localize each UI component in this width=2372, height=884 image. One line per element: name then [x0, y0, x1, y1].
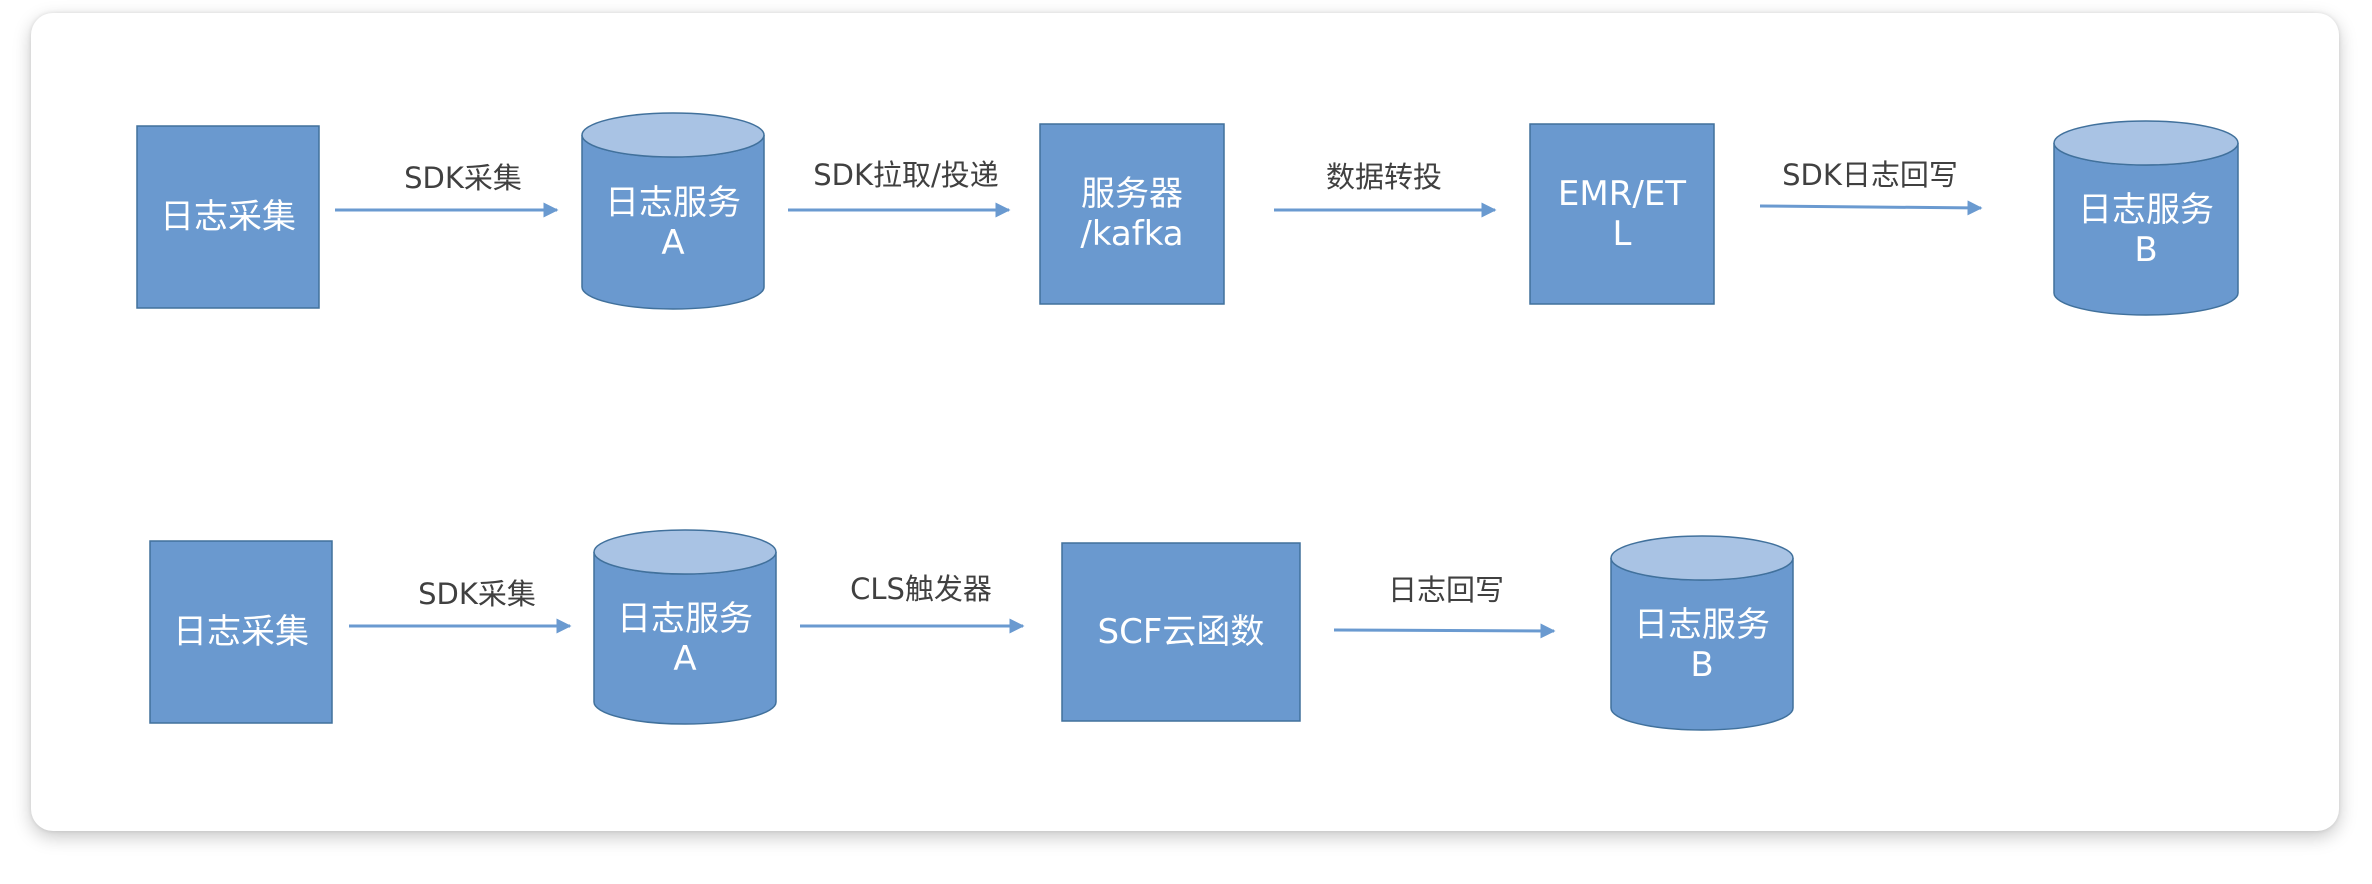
process-box [1529, 123, 1715, 305]
node-label-line: 日志服务 [617, 599, 753, 639]
edge-label: SDK拉取/投递 [813, 158, 999, 192]
edge: SDK采集 [335, 161, 559, 218]
edge-label: CLS触发器 [850, 572, 992, 606]
node-label-line: 日志服务 [1634, 605, 1770, 645]
node-label-line: /kafka [1080, 214, 1183, 254]
node-label-line: 服务器 [1081, 174, 1183, 214]
flow-arrow [1333, 623, 1556, 639]
edge-label: 日志回写 [1388, 573, 1504, 607]
edge-label: 数据转投 [1326, 160, 1442, 194]
database-cylinder-top [593, 529, 777, 575]
node-label-line: SCF云函数 [1098, 612, 1265, 652]
node-label-line: EMR/ET [1558, 174, 1686, 214]
process-box [136, 125, 320, 309]
node-emr-etl: EMR/ETL [1529, 123, 1715, 305]
edge: 数据转投 [1274, 160, 1497, 218]
edge: CLS触发器 [800, 572, 1025, 634]
node-label-line: L [1613, 214, 1632, 254]
node-label-line: 日志采集 [173, 612, 309, 652]
process-box [1039, 123, 1225, 305]
edge: 日志回写 [1333, 573, 1556, 639]
database-cylinder-top [581, 112, 765, 158]
node-label-line: B [2134, 230, 2157, 270]
node-server-kafka: 服务器/kafka [1039, 123, 1225, 305]
node-label-line: 日志服务 [2078, 190, 2214, 230]
node-log-collect-2: 日志采集 [149, 540, 333, 724]
node-scf-function: SCF云函数 [1061, 542, 1301, 722]
database-cylinder-top [1610, 535, 1794, 581]
node-label-line: 日志采集 [160, 197, 296, 237]
edge-label: SDK日志回写 [1782, 158, 1958, 192]
edge-label: SDK采集 [404, 161, 522, 195]
node-label-line: 日志服务 [605, 183, 741, 223]
database-cylinder-top [2053, 120, 2239, 166]
process-box [1061, 542, 1301, 722]
node-log-collect-1: 日志采集 [136, 125, 320, 309]
flow-arrow [1759, 200, 1983, 216]
edge: SDK拉取/投递 [788, 158, 1011, 218]
edge-label: SDK采集 [418, 577, 536, 611]
node-label-line: B [1690, 645, 1713, 685]
node-label-line: A [673, 639, 696, 679]
edge: SDK采集 [349, 577, 572, 634]
edge: SDK日志回写 [1759, 158, 1983, 216]
process-box [149, 540, 333, 724]
node-label-line: A [661, 223, 684, 263]
